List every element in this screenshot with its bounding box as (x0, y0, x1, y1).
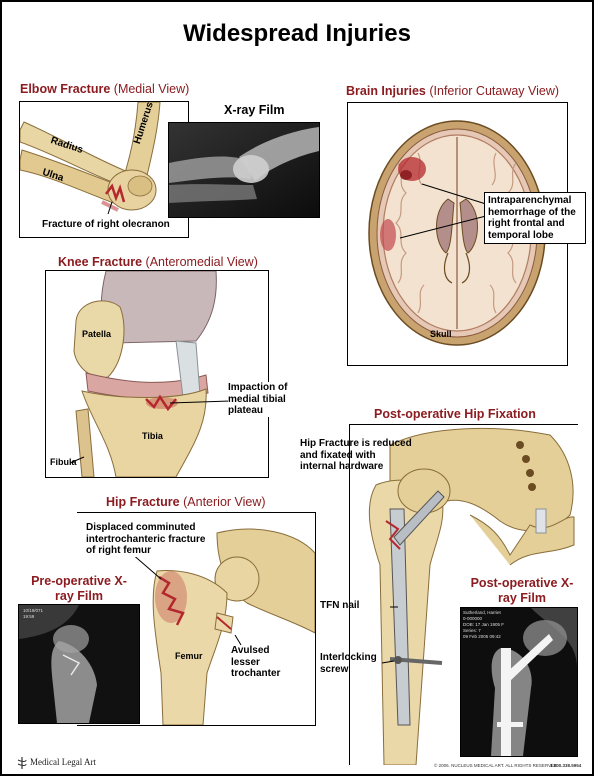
phone-number: 1.800.338.5954 (550, 763, 582, 768)
post-hip-heading: Post-operative Hip Fixation (374, 407, 536, 421)
page-title: Widespread Injuries (183, 20, 411, 47)
pre-op-xray-line-1: 10/19/071 (23, 608, 44, 613)
pre-op-xray-label: Pre-operative X-ray Film (31, 574, 127, 603)
post-op-xray-line-5: 09 Feb 2005 09:42 (463, 634, 501, 639)
brain-heading: Brain Injuries (Inferior Cutaway View) (346, 84, 559, 98)
elbow-heading: Elbow Fracture (Medial View) (20, 82, 189, 96)
hip-view-text: (Anterior View) (183, 495, 266, 509)
hip-heading: Hip Fracture (Anterior View) (106, 495, 266, 509)
brain-view-text: (Inferior Cutaway View) (429, 84, 560, 98)
pre-op-xray-line-2: 19:59 (23, 614, 35, 619)
knee-view-text: (Anteromedial View) (145, 255, 258, 269)
post-hip-illustration (368, 427, 575, 765)
knee-label-fibula: Fibula (50, 457, 77, 467)
hip-heading-text: Hip Fracture (106, 495, 180, 509)
logo-text: Medical Legal Art (30, 757, 96, 767)
elbow-caption: Fracture of right olecranon (42, 219, 170, 230)
elbow-illustration (20, 102, 161, 212)
pre-op-xray-image (19, 605, 97, 723)
knee-heading: Knee Fracture (Anteromedial View) (58, 255, 258, 269)
knee-heading-text: Knee Fracture (58, 255, 143, 269)
brain-callout: Intraparenchymal hemorrhage of the right… (484, 192, 586, 244)
knee-label-tibia: Tibia (142, 431, 163, 441)
post-op-xray-label: Post-operative X-ray Film (470, 576, 574, 605)
elbow-heading-text: Elbow Fracture (20, 82, 111, 96)
post-hip-label-nail: TFN nail (320, 600, 360, 611)
hip-callout: Displaced comminuted intertrochanteric f… (86, 522, 216, 557)
post-op-xray-line-1: Sutherland, Harriet (463, 610, 501, 615)
knee-illustration (69, 271, 231, 477)
knee-callout-outside: Impaction of medial tibial plateau (228, 382, 306, 417)
pre-op-xray: 10/19/071 19:59 (18, 604, 140, 724)
knee-label-patella: Patella (82, 329, 112, 339)
knee-panel: Patella Tibia Fibula (45, 270, 269, 478)
brain-label-skull: Skull (430, 329, 452, 339)
copyright: © 2006. NUCLEUS MEDICAL ART. ALL RIGHTS … (434, 763, 559, 768)
hip-label-avulsed: Avulsed lesser trochanter (231, 645, 281, 679)
caduceus-icon (17, 757, 27, 769)
post-op-xray: Sutherland, Harriet 0-000000 DOB: 17 Jan… (460, 607, 578, 757)
post-op-xray-line-3: DOB: 17 Jan 1905 F (463, 622, 505, 627)
hip-illustration (130, 528, 315, 725)
elbow-xray (168, 122, 320, 218)
elbow-view-text: (Medial View) (113, 82, 190, 96)
post-op-xray-line-4: Series: 7 (463, 628, 481, 633)
hip-label-femur: Femur (175, 651, 203, 661)
post-hip-label-screw: Interlocking screw (320, 652, 377, 675)
logo: Medical Legal Art (16, 756, 136, 770)
elbow-panel: Humerus Radius Ulna Fracture of right ol… (19, 101, 189, 238)
post-hip-callout: Hip Fracture is reduced and fixated with… (300, 438, 412, 472)
post-op-xray-line-2: 0-000000 (463, 616, 483, 621)
xray-film-label: X-ray Film (224, 103, 285, 117)
elbow-leader-line (107, 201, 113, 215)
brain-heading-text: Brain Injuries (346, 84, 426, 98)
elbow-xray-image (169, 123, 319, 217)
post-op-xray-image (491, 608, 577, 756)
